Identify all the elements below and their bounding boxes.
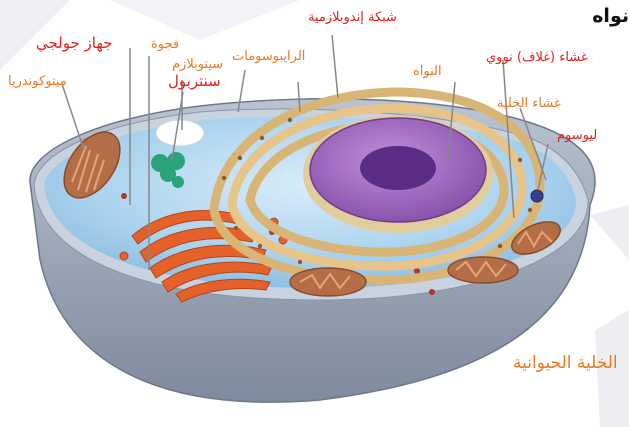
label-cytoplasm: سيتوبلازم bbox=[172, 58, 223, 71]
caption-animal-cell: الخلية الحيوانية bbox=[513, 355, 618, 372]
label-lysosome: ليوسوم bbox=[557, 129, 597, 142]
cytoplasm-dot bbox=[121, 193, 127, 199]
lysosome bbox=[531, 190, 543, 202]
cytoplasm-dot bbox=[429, 289, 435, 295]
label-centriole: سنتربول bbox=[168, 74, 221, 89]
label-mitochondria: ميتوكوندريا bbox=[8, 75, 67, 88]
label-ribosomes: الرايبوسومات bbox=[232, 50, 305, 63]
mitochondrion-bottom-right bbox=[448, 257, 518, 283]
vacuole bbox=[156, 120, 204, 146]
mitochondrion-bottom-middle bbox=[290, 268, 366, 296]
label-nuclear-envelope: غشاء (غلاف) نووي bbox=[486, 51, 588, 64]
label-endoplasmic-reticulum: شبكة إندوبلازمية bbox=[308, 11, 397, 24]
nucleolus bbox=[360, 146, 436, 190]
nucleus bbox=[303, 115, 493, 233]
label-vacuole: فجوة bbox=[151, 38, 179, 51]
label-golgi-apparatus: جهاز جولجي bbox=[36, 36, 113, 51]
cytoplasm-dot bbox=[414, 268, 420, 274]
partial-title: نواه bbox=[592, 7, 629, 26]
label-cell-membrane: غشاء الخلية bbox=[497, 97, 561, 110]
label-nucleus: النواه bbox=[413, 65, 442, 78]
